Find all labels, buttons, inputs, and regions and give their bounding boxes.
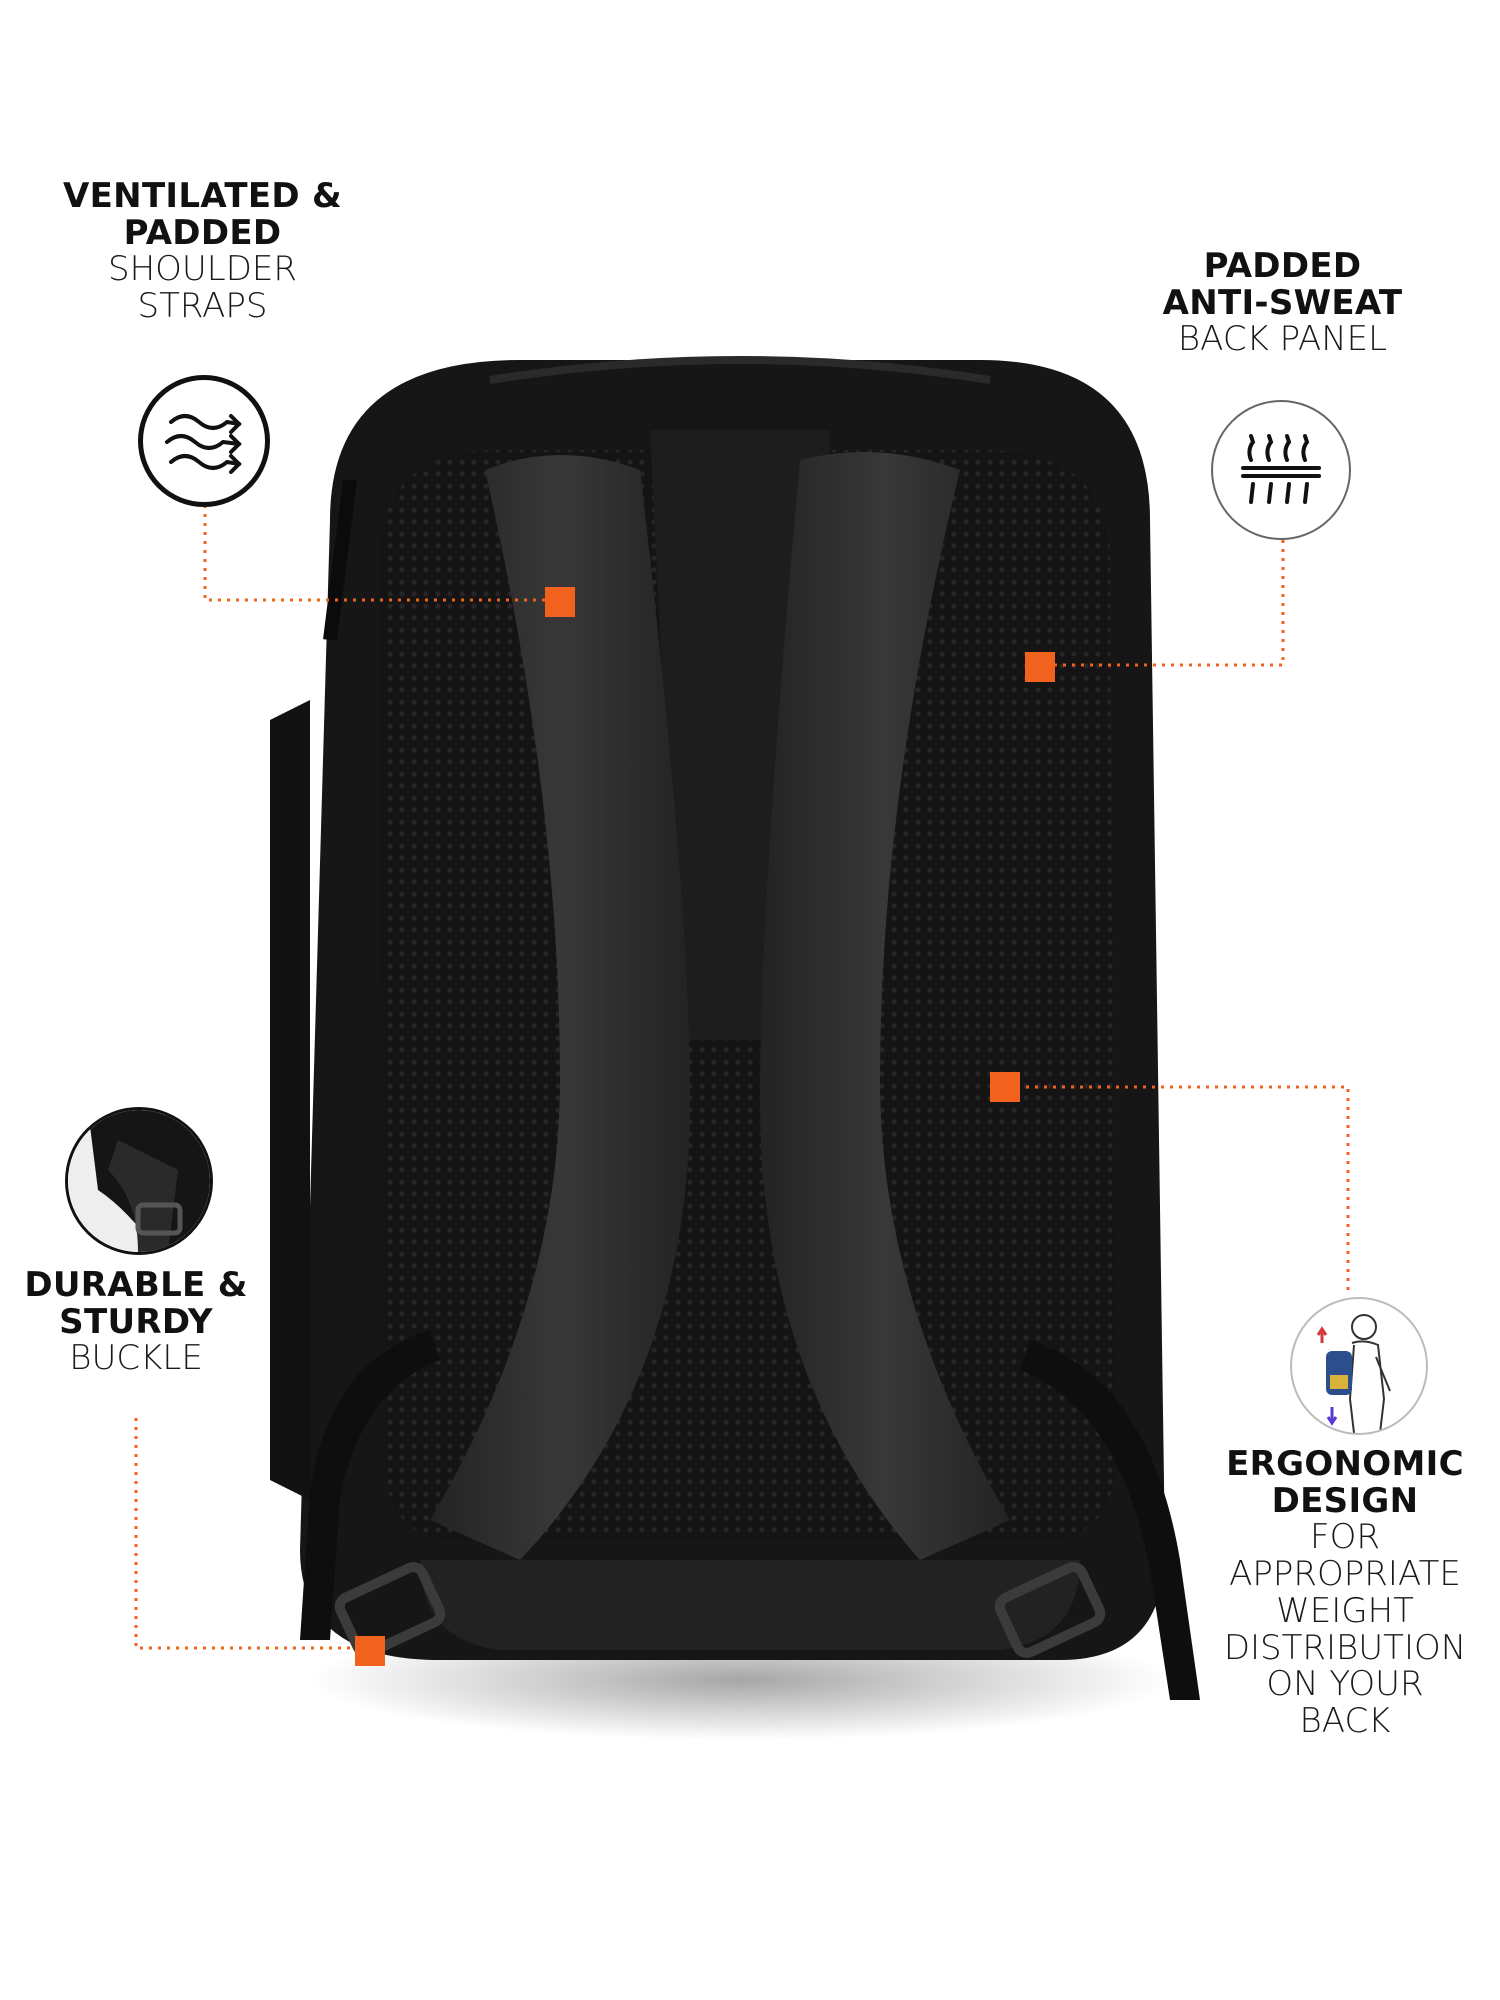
left-shoulder-strap [430,455,690,1560]
shoulder-straps-desc-line2: STRAPS [137,286,268,327]
buckle-desc-line1: BUCKLE [69,1338,203,1379]
person-wearing-backpack-icon [1290,1297,1428,1435]
leader-lines [134,505,1350,1650]
right-webbing-strap [1020,1340,1200,1700]
airflow-mesh-icon [1211,400,1351,540]
shoulder-straps-desc-line1: SHOULDER [107,249,298,290]
back-panel-title-line2: ANTI-SWEAT [1162,282,1403,323]
right-shoulder-strap [760,452,1010,1560]
shoulder-straps-title-line2: PADDED [123,212,282,253]
shoulder-straps-title-line1: VENTILATED & [63,176,342,216]
ergonomic-title-line2: DESIGN [1271,1480,1419,1521]
ergonomic-desc-line3: WEIGHT [1276,1590,1414,1631]
ergonomic-desc-line4: DISTRIBUTION [1223,1627,1467,1668]
ergonomic-desc-line5: ON YOUR [1266,1664,1424,1705]
buckle-callout: DURABLE & STURDY BUCKLE [20,1267,252,1377]
shoulder-strap-marker [545,587,575,617]
left-webbing-strap [300,1330,440,1640]
back-panel-desc-line1: BACK PANEL [1177,319,1388,360]
ergonomic-marker [990,1072,1020,1102]
ergonomic-callout: ERGONOMIC DESIGN FOR APPROPRIATE WEIGHT … [1210,1446,1480,1740]
wavy-arrows-icon [138,375,270,507]
ergonomic-desc-line6: BACK [1299,1701,1391,1742]
left-buckle [334,1562,446,1658]
ergonomic-title-line1: ERGONOMIC [1226,1444,1464,1484]
buckle-marker [355,1636,385,1666]
right-buckle [994,1562,1106,1658]
ergonomic-desc-line1: FOR [1310,1517,1380,1558]
back-panel-title-line1: PADDED [1203,246,1362,286]
back-panel-marker [1025,652,1055,682]
ergonomic-desc-line2: APPROPRIATE [1229,1554,1461,1595]
back-panel-callout: PADDED ANTI-SWEAT BACK PANEL [1150,248,1415,358]
buckle-title-line2: STURDY [59,1301,213,1342]
buckle-title-line1: DURABLE & [24,1265,248,1305]
buckle-closeup-icon [65,1107,213,1255]
shoulder-straps-callout: VENTILATED & PADDED SHOULDER STRAPS [50,178,355,325]
